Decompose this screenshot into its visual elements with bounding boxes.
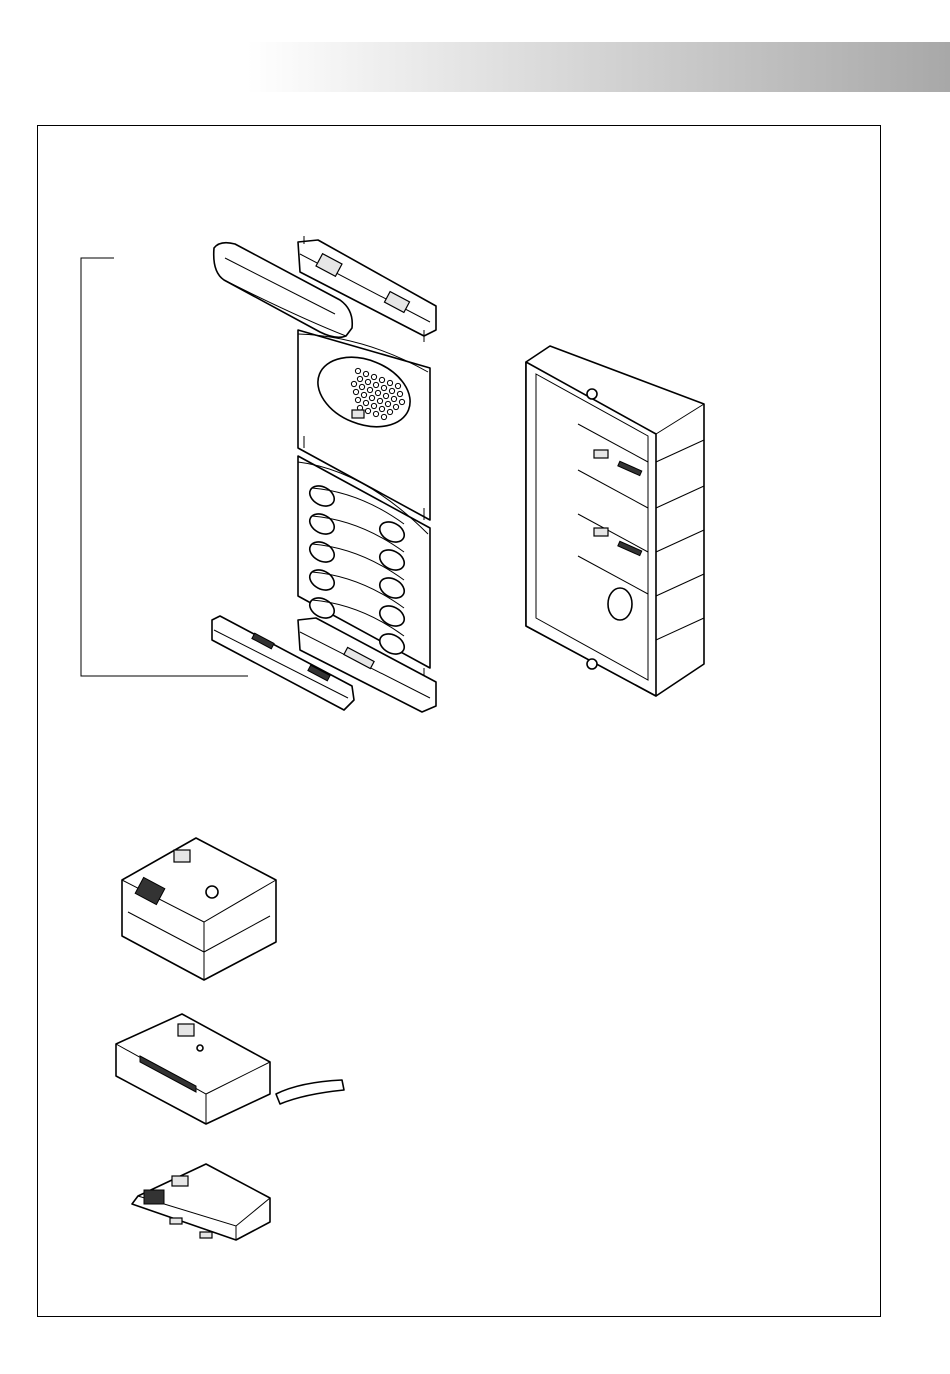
connector-module (132, 1164, 270, 1240)
assembly-bracket (81, 258, 248, 676)
ribbon-cable (276, 1080, 344, 1104)
push-button-expander (116, 1014, 344, 1124)
flush-mount-box (526, 346, 704, 696)
audio-unit (122, 838, 276, 980)
